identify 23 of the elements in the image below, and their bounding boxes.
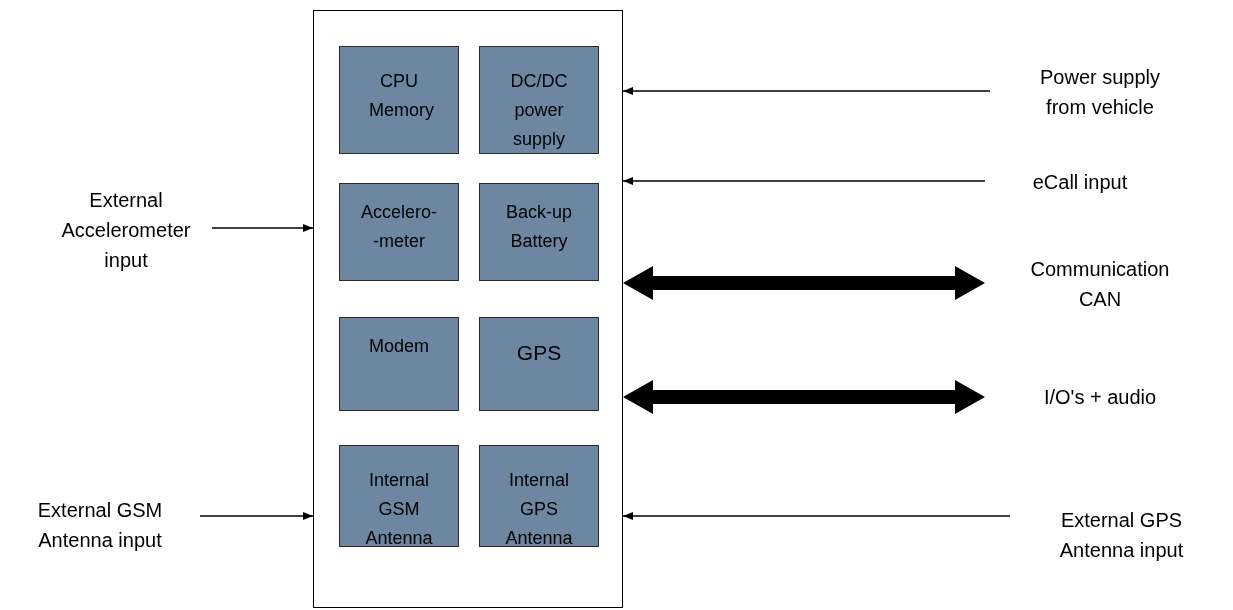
component-box: Modem	[339, 317, 459, 411]
component-box: CPU Memory	[339, 46, 459, 154]
arrow	[622, 177, 986, 185]
input-label: Communication CAN	[1030, 257, 1170, 312]
component-box: Back-up Battery	[479, 183, 599, 281]
component-box: GPS	[479, 317, 599, 411]
arrow	[199, 512, 314, 520]
arrow	[211, 224, 314, 232]
input-label: Power supply from vehicle	[1038, 65, 1162, 120]
block-box	[313, 10, 623, 608]
component-box: Internal GPS Antenna	[479, 445, 599, 547]
arrow	[622, 512, 1011, 520]
component-box: DC/DC power supply	[479, 46, 599, 154]
input-label: External Accelerometer input	[60, 188, 192, 273]
input-label: I/O's + audio	[1043, 385, 1157, 410]
double-arrow	[623, 380, 985, 414]
input-label: External GPS Antenna input	[1058, 508, 1185, 563]
input-label: eCall input	[1032, 170, 1128, 195]
component-box: Accelero- -meter	[339, 183, 459, 281]
component-box: Internal GSM Antenna	[339, 445, 459, 547]
double-arrow	[623, 266, 985, 300]
input-label: External GSM Antenna input	[36, 498, 164, 553]
arrow	[622, 87, 991, 95]
